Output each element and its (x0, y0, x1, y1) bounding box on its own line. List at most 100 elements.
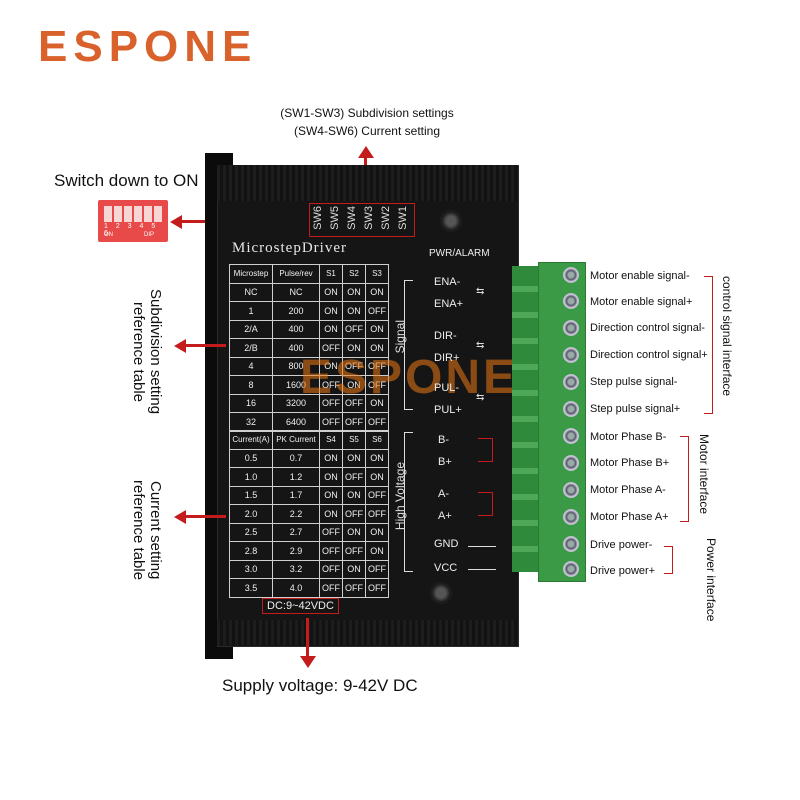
table-cell: OFF (342, 504, 366, 524)
screw-top (440, 210, 462, 232)
current-arrow-line (186, 515, 226, 518)
table-cell: 3.2 (272, 559, 320, 579)
motor-interface-group-label: Motor interface (697, 434, 711, 515)
terminal-label: A+ (438, 510, 452, 522)
table-cell: OFF (319, 522, 343, 542)
terminal-screw-icon (563, 347, 579, 363)
table-cell: OFF (342, 467, 366, 487)
terminal-screw-icon (563, 536, 579, 552)
terminal-label: PUL- (434, 382, 460, 394)
table-cell: OFF (365, 559, 389, 579)
table-cell: 16 (229, 393, 273, 413)
current-arrow-head (174, 510, 186, 524)
table-cell: OFF (365, 412, 389, 432)
table-cell: 2.5 (229, 522, 273, 542)
dip-numbers: 1 2 3 4 5 6 (104, 223, 159, 237)
terminal-screw-icon (563, 455, 579, 471)
sw-label-box: SW6 SW5 SW4 SW3 SW2 SW1 (309, 203, 415, 237)
table-header: S1 (319, 264, 343, 284)
table-cell: 8 (229, 375, 273, 395)
current-reference-label: Current setting reference table (130, 479, 164, 581)
table-cell: 4 (229, 356, 273, 376)
optocoupler-icon: ⇆ (476, 340, 485, 351)
pin-description: Drive power+ (590, 565, 656, 577)
subdivision-settings-note: (SW1-SW3) Subdivision settings (280, 106, 454, 120)
table-cell: 2.2 (272, 504, 320, 524)
brand-logo: ESPONE (38, 22, 258, 71)
table-cell: 1 (229, 301, 273, 321)
table-cell: ON (365, 522, 389, 542)
supply-arrow-line (306, 618, 309, 660)
table-cell: OFF (342, 578, 366, 598)
table-cell: NC (229, 282, 273, 302)
table-cell: 0.5 (229, 448, 273, 468)
supply-arrow-head (300, 656, 316, 668)
supply-voltage-label: Supply voltage: 9-42V DC (222, 676, 418, 695)
motor-group-bracket (680, 436, 689, 522)
pin-description: Motor Phase B- (590, 431, 667, 443)
dip-arrow-head (170, 215, 182, 229)
terminal-label: PUL+ (434, 404, 462, 416)
table-cell: OFF (365, 301, 389, 321)
optocoupler-icon: ⇆ (476, 392, 485, 403)
terminal-block (538, 262, 586, 582)
table-cell: ON (319, 301, 343, 321)
table-cell: OFF (365, 504, 389, 524)
subdivision-reference-label: Subdivision setting reference table (130, 289, 164, 415)
table-cell: 6400 (272, 412, 320, 432)
terminal-screw-icon (563, 401, 579, 417)
table-cell: 2.7 (272, 522, 320, 542)
table-cell: ON (342, 485, 366, 505)
control-group-bracket (704, 276, 713, 414)
table-cell: NC (272, 282, 320, 302)
terminal-label: DIR+ (434, 352, 460, 364)
table-cell: 2/A (229, 319, 273, 339)
high-voltage-label: High Voltage (393, 462, 407, 531)
terminal-screw-icon (563, 267, 579, 283)
pin-description: Motor Phase A- (590, 484, 666, 496)
table-cell: 4.0 (272, 578, 320, 598)
high-voltage-bracket (404, 432, 413, 572)
table-cell: OFF (365, 578, 389, 598)
pin-description: Step pulse signal- (590, 376, 678, 388)
pin-description: Motor enable signal- (590, 270, 690, 282)
vcc-line-icon (468, 569, 496, 570)
dip-label: DIP (144, 232, 155, 238)
pin-description: Motor enable signal+ (590, 296, 693, 308)
terminal-screw-icon (563, 320, 579, 336)
dip-on-label: ON (104, 232, 113, 238)
table-cell: OFF (365, 485, 389, 505)
power-group-bracket (664, 546, 673, 574)
table-cell: ON (342, 301, 366, 321)
table-cell: 1.7 (272, 485, 320, 505)
table-cell: ON (319, 485, 343, 505)
table-cell: 200 (272, 301, 320, 321)
table-header: S4 (319, 430, 343, 450)
table-header: S2 (342, 264, 366, 284)
watermark: ESPONE (300, 351, 519, 404)
subdivision-arrow-head (174, 339, 186, 353)
table-cell: ON (342, 282, 366, 302)
table-cell: ON (319, 319, 343, 339)
table-cell: ON (319, 448, 343, 468)
table-cell: OFF (319, 559, 343, 579)
table-cell: 32 (229, 412, 273, 432)
pin-description: Step pulse signal+ (590, 403, 681, 415)
pin-description: Drive power- (590, 539, 653, 551)
table-cell: 2.8 (229, 541, 273, 561)
table-cell: 2/B (229, 338, 273, 358)
table-cell: 3.0 (229, 559, 273, 579)
terminal-label: B+ (438, 456, 452, 468)
table-header: S5 (342, 430, 366, 450)
terminal-screw-icon (563, 374, 579, 390)
terminal-screw-icon (563, 509, 579, 525)
pin-description: Motor Phase B+ (590, 457, 670, 469)
